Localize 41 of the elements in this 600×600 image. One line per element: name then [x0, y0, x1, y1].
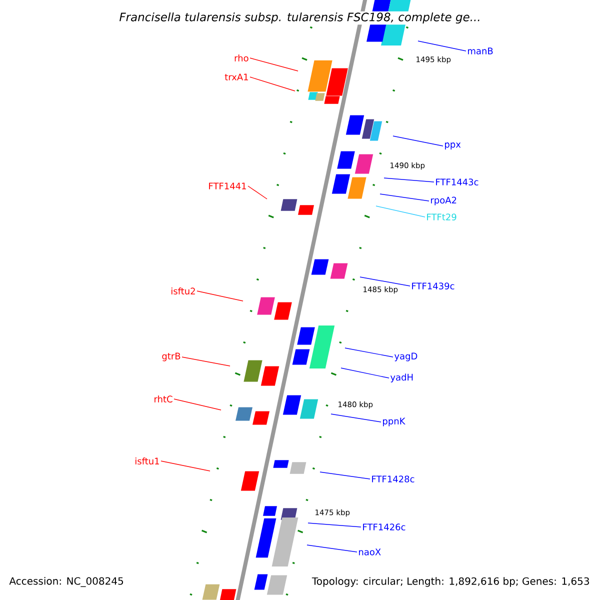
leader-line	[320, 472, 370, 480]
gene-label: isftu1	[136, 458, 159, 464]
leader-line	[376, 206, 426, 218]
leader-line	[340, 368, 390, 378]
gene-label: FTF1428c	[372, 476, 414, 482]
gene-label: rhtC	[154, 396, 172, 402]
gene-label: manB	[468, 48, 493, 54]
leader-line	[380, 194, 430, 202]
leader-line	[360, 276, 410, 286]
gene-label: naoX	[359, 548, 381, 556]
leader-line	[196, 290, 244, 302]
leader-line	[418, 40, 466, 52]
gene-label: trxA1	[224, 74, 248, 80]
gene-label: FTF1439c	[412, 282, 454, 290]
leader-line	[344, 348, 394, 358]
topology-label: Topology: circular; Length: 1,892,616 bp; Genes: 1,653	[310, 576, 591, 588]
gene-label: FTF1443c	[436, 178, 478, 186]
gene-label: isftu2	[172, 288, 195, 294]
gene-label: FTF1441	[209, 182, 246, 190]
leader-line	[392, 136, 444, 146]
leader-line	[182, 356, 230, 366]
leader-line	[250, 76, 296, 92]
gene-label: yagD	[394, 352, 418, 362]
accession-label: Accession: NC_008245	[8, 576, 125, 588]
leader-line	[330, 414, 382, 422]
gene-label: rpoA2	[431, 196, 456, 206]
leader-line	[174, 398, 222, 410]
gene-label: FTFt29	[427, 214, 456, 220]
leader-line	[160, 460, 210, 472]
leader-line	[250, 58, 298, 72]
gene-label: yadH	[390, 374, 413, 382]
leader-line	[384, 178, 434, 182]
gene-label: ppx	[445, 142, 461, 150]
gene-label: FTF1426c	[363, 524, 406, 530]
leader-line	[248, 186, 268, 200]
gene-label: gtrB	[162, 352, 180, 362]
gene-label: ppnK	[383, 418, 406, 426]
leader-line	[306, 544, 358, 552]
gene-label: rho	[234, 54, 248, 62]
title: Francisella tularensis subsp. tularensis FSC198, complete ge...	[118, 11, 482, 25]
leader-line	[308, 522, 362, 528]
